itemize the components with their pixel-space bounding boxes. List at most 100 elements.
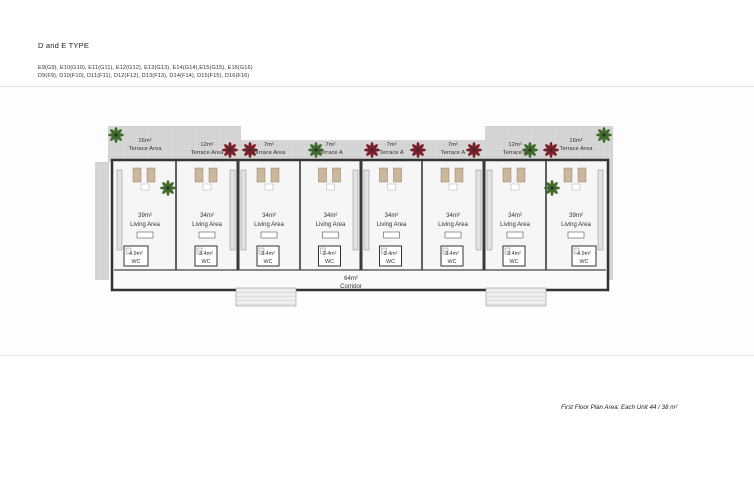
wc-name-3: WC [264,259,273,265]
wc-name-1: WC [132,259,141,265]
dining-table-6 [444,231,462,239]
kitchen-counter-8 [597,169,604,251]
wc-name-7: WC [510,259,519,265]
corridor-floor [114,270,606,288]
wc-toilet-8 [573,247,580,255]
kitchen-counter-7 [486,169,493,251]
terrace-area-7: 12m² [508,142,521,148]
armchair-3 [256,167,266,183]
wc-name-4: WC [325,259,334,265]
living-area-7: 34m² [508,213,522,219]
plant-icon-indoor-1 [160,180,176,196]
plant-icon-red-3 [364,142,380,158]
wc-area-5: 3.4m² [384,251,398,257]
stair-right [485,287,547,307]
terrace-name-1: Terrace Area [129,146,163,152]
terrace-area-8: 16m² [569,138,582,144]
coffee-table-3 [264,183,274,191]
coffee-table-2 [202,183,212,191]
plant-icon-red-5 [466,142,482,158]
living-name-2: Living Area [192,222,222,228]
living-name-1: Living Area [130,222,160,228]
sofa-6 [454,167,464,183]
wc-area-4: 3.4m² [323,251,337,257]
kitchen-counter-3 [240,169,247,251]
wc-area-6: 3.4m² [445,251,459,257]
terrace-area-5: 7m² [387,142,397,148]
living-area-5: 34m² [385,213,399,219]
living-area-6: 34m² [446,213,460,219]
side-terrace-left [95,162,109,280]
plant-icon-red-4 [410,142,426,158]
armchair-6 [440,167,450,183]
wc-name-6: WC [448,259,457,265]
living-name-8: Living Area [561,222,591,228]
coffee-table-6 [448,183,458,191]
wc-area-3: 3.4m² [261,251,275,257]
plant-icon-red-1 [222,142,238,158]
terrace-name-6: Terrace A [441,150,466,156]
wc-name-2: WC [202,259,211,265]
armchair-1 [132,167,142,183]
armchair-4 [318,167,327,183]
terrace-area-6: 7m² [448,142,458,148]
floor-area-caption: First Floor Plan Area: Each Unit 44 / 38… [561,404,678,411]
terrace-strip-right [485,126,613,162]
wc-toilet-3 [258,247,265,255]
terrace-name-5: Terrace A [379,150,404,156]
dining-table-8 [567,231,585,239]
wc-area-1: 4.9m² [129,251,143,257]
corridor-name: Corridor [340,284,362,290]
wc-area-8: 4.9m² [577,251,591,257]
stair-left [235,287,297,307]
terrace-strip-left-top [108,126,241,140]
plant-icon-red-2 [242,142,258,158]
terrace-strip-center-left [241,140,363,162]
wc-toilet-5 [381,247,387,255]
unit-codes-line-2: D9(F9), D10(F10), D11(F11), D12(F12), D1… [38,73,250,79]
wc-name-8: WC [580,259,589,265]
living-name-3: Living Area [254,222,284,228]
terrace-strip-left [108,140,241,162]
wc-toilet-7 [504,247,511,255]
kitchen-counter-2 [229,169,236,251]
sofa-1 [146,167,156,183]
plant-icon-center-2 [522,142,538,158]
plant-icon-top-left [108,127,124,143]
coffee-table-8 [571,183,581,191]
dining-table-3 [260,231,278,239]
sofa-4 [332,167,341,183]
dining-table-5 [383,231,400,239]
terrace-area-4: 7m² [326,142,336,148]
sofa-5 [393,167,402,183]
coffee-table-5 [387,183,396,191]
wc-toilet-1 [125,247,132,255]
terrace-area-2: 12m² [200,142,213,148]
wc-name-5: WC [386,259,395,265]
corridor-area: 64m² [344,276,358,282]
dining-table-7 [506,231,524,239]
terrace-area-3: 7m² [264,142,274,148]
kitchen-counter-5 [363,169,370,251]
dining-table-2 [198,231,216,239]
plant-icon-center-1 [308,142,324,158]
coffee-table-4 [326,183,335,191]
plant-icon-red-6 [543,142,559,158]
living-area-8: 39m² [569,213,583,219]
plan-type-title: D and E TYPE [38,41,90,50]
armchair-7 [502,167,512,183]
living-name-7: Living Area [500,222,530,228]
wc-toilet-6 [442,247,449,255]
kitchen-counter-1 [116,169,123,251]
wc-area-2: 3.4m² [199,251,213,257]
wc-toilet-2 [196,247,203,255]
sofa-3 [270,167,280,183]
wc-area-7: 3.4m² [507,251,521,257]
living-area-2: 34m² [200,213,214,219]
unit-codes-line-1: E9(G9), E10(G10), E11(G11), E12(G12), E1… [38,65,253,71]
coffee-table-1 [140,183,150,191]
wc-toilet-4 [320,247,326,255]
living-name-4: Living Area [316,222,346,228]
plant-icon-top-right [596,127,612,143]
